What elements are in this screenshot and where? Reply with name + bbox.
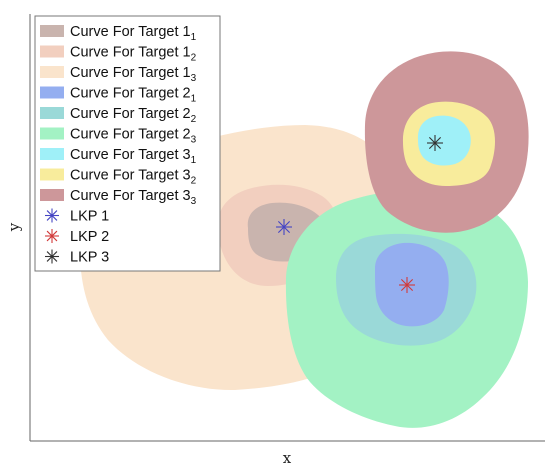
legend-label: Curve For Target 11 bbox=[70, 24, 197, 43]
legend-swatch bbox=[40, 127, 64, 140]
legend-swatch bbox=[40, 168, 64, 181]
legend-swatch bbox=[40, 45, 64, 58]
legend-label: Curve For Target 32 bbox=[70, 168, 197, 187]
legend-label: LKP 3 bbox=[70, 250, 109, 266]
legend-label: Curve For Target 21 bbox=[70, 86, 197, 105]
legend-label-subscript: 3 bbox=[191, 196, 197, 207]
x-axis-label: x bbox=[283, 449, 292, 467]
lkp-markers bbox=[276, 135, 443, 293]
legend-label: Curve For Target 12 bbox=[70, 45, 197, 64]
lkp-marker-3 bbox=[427, 135, 443, 151]
legend-swatch bbox=[40, 189, 64, 201]
legend-marker-1 bbox=[45, 208, 59, 223]
legend-label: LKP 2 bbox=[70, 229, 109, 245]
legend-label: Curve For Target 22 bbox=[70, 106, 197, 125]
contour-regions bbox=[79, 51, 529, 428]
legend-swatch bbox=[40, 66, 64, 78]
legend-label-subscript: 3 bbox=[191, 73, 197, 84]
legend-label: Curve For Target 31 bbox=[70, 147, 197, 166]
legend-label-subscript: 3 bbox=[191, 135, 197, 146]
lkp-marker-1 bbox=[276, 219, 292, 235]
legend-label-subscript: 1 bbox=[191, 32, 197, 43]
legend-swatch bbox=[40, 86, 64, 99]
lkp-marker-2 bbox=[399, 277, 415, 293]
legend-label-subscript: 2 bbox=[191, 53, 197, 64]
legend-label: Curve For Target 13 bbox=[70, 65, 197, 84]
legend-label-subscript: 2 bbox=[191, 176, 197, 187]
legend-swatch bbox=[40, 107, 64, 119]
legend-box bbox=[34, 15, 221, 272]
legend-label-subscript: 1 bbox=[191, 94, 197, 105]
legend-label: Curve For Target 23 bbox=[70, 127, 197, 146]
legend-label-subscript: 2 bbox=[191, 114, 197, 125]
legend-swatch bbox=[40, 25, 64, 37]
region-target-3-1 bbox=[417, 115, 471, 166]
legend-label-subscript: 1 bbox=[191, 155, 197, 166]
legend-label: Curve For Target 33 bbox=[70, 188, 197, 207]
legend-label: LKP 1 bbox=[70, 209, 109, 225]
legend-marker-2 bbox=[45, 229, 59, 243]
y-axis-label: y bbox=[5, 222, 23, 232]
legend-swatch bbox=[40, 148, 64, 160]
legend-marker-3 bbox=[45, 249, 59, 264]
